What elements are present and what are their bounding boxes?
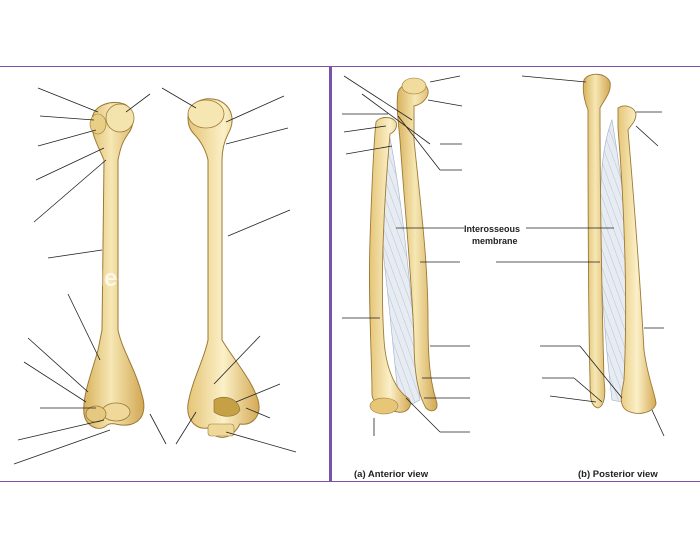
interosseous-label-line1: Interosseous	[464, 224, 520, 234]
caption-anterior-view: (a) Anterior view	[354, 469, 429, 480]
forearm-anterior	[369, 77, 438, 415]
interosseous-label-line2: membrane	[472, 236, 518, 246]
humerus-posterior	[187, 98, 260, 438]
caption-posterior-view: (b) Posterior view	[578, 469, 658, 480]
forearm-posterior	[582, 73, 657, 414]
humerus-panel	[0, 66, 330, 482]
forearm-leader-lines	[342, 75, 665, 437]
humerus-anterior	[83, 102, 145, 429]
humerus-leader-lines	[13, 87, 297, 465]
watermark-text: Medicalool	[84, 265, 208, 292]
